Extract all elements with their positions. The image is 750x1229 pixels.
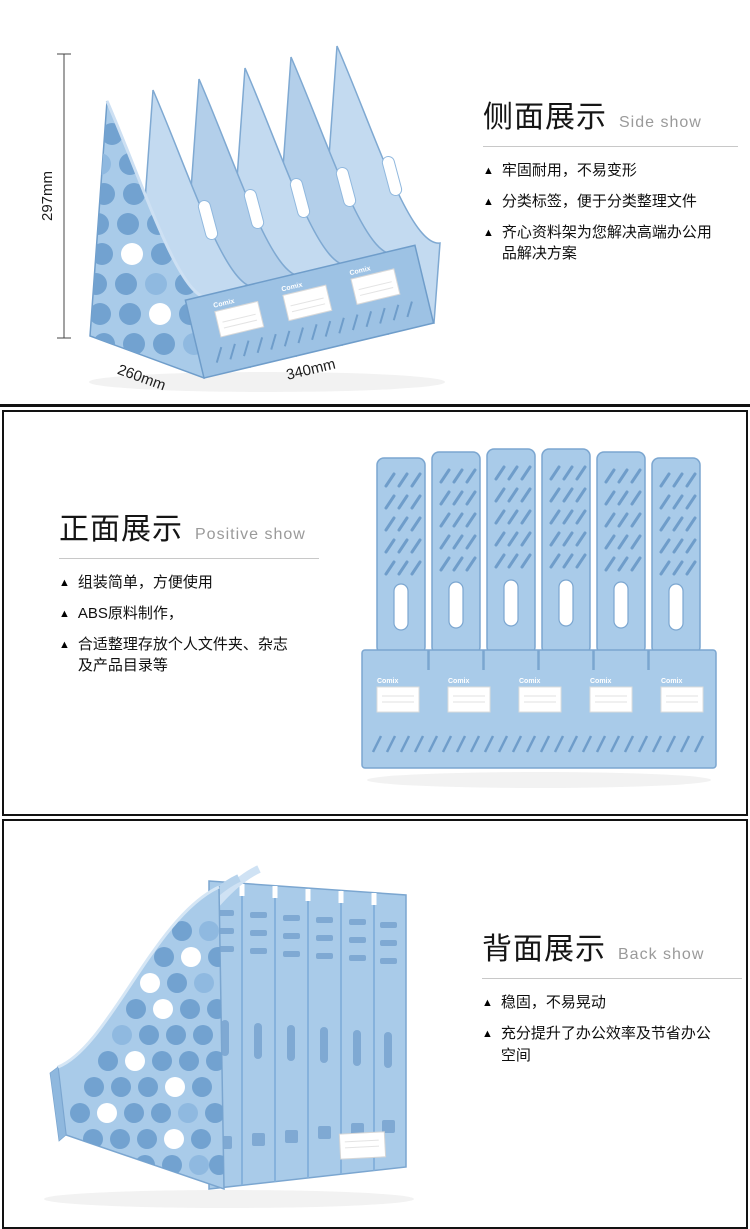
side-view-illustration: Comix Comix Comix (39, 45, 445, 394)
hatch-vents (371, 735, 705, 753)
section-front-show: 正面展示 Positive show ▲ 组装简单，方便使用 ▲ ABS原料制作… (2, 410, 748, 816)
feature-item: ▲ 充分提升了办公效率及节省办公空间 (482, 1023, 742, 1067)
product-shadow (89, 372, 445, 392)
feature-item: ▲ 组装简单，方便使用 (59, 572, 319, 594)
section-title-cn: 正面展示 (59, 513, 183, 546)
triangle-bullet-icon: ▲ (482, 997, 493, 1009)
feature-item: ▲ 分类标签，便于分类整理文件 (483, 191, 738, 213)
section-side-show: Comix Comix Comix (0, 0, 750, 407)
side-panel (49, 885, 225, 1191)
feature-item: ▲ 齐心资料架为您解决高端办公用品解决方案 (483, 222, 738, 266)
section-title-en: Back show (618, 946, 705, 963)
panel-edge (49, 1066, 67, 1142)
side-show-info: 侧面展示 Side show ▲ 牢固耐用，不易变形 ▲ 分类标签，便于分类整理… (483, 92, 738, 274)
label-stickers: Comix Comix Comix (213, 265, 401, 338)
brand-label: Comix (377, 678, 399, 685)
hatch-slots (384, 465, 697, 576)
feature-text: ABS原料制作， (77, 604, 183, 622)
brand-label: Comix (519, 678, 541, 685)
oval-cutouts (393, 579, 684, 631)
product-shadow (367, 772, 711, 788)
title-underline (482, 978, 742, 979)
feature-text: 稳固，不易晃动 (500, 994, 606, 1011)
title-underline (483, 146, 738, 147)
section-title: 背面展示 Back show (482, 924, 742, 968)
triangle-bullet-icon: ▲ (483, 165, 494, 177)
back-panel (208, 880, 407, 1190)
section-title-cn: 侧面展示 (483, 101, 607, 134)
label-stickers: Comix Comix Comix Comix Comix (376, 678, 704, 713)
section-title: 正面展示 Positive show (59, 504, 319, 548)
title-underline (59, 558, 319, 559)
feature-list: ▲ 稳固，不易晃动 ▲ 充分提升了办公效率及节省办公空间 (482, 992, 742, 1066)
brand-label: Comix (213, 298, 236, 310)
triangle-bullet-icon: ▲ (482, 1027, 493, 1040)
front-base-face: Comix Comix Comix (184, 244, 435, 379)
front-view-illustration: Comix Comix Comix Comix Comix (361, 448, 717, 788)
triangle-bullet-icon: ▲ (59, 577, 70, 589)
brand-label: Comix (590, 678, 612, 685)
feature-text: 分类标签，便于分类整理文件 (501, 192, 697, 210)
triangle-bullet-icon: ▲ (59, 607, 70, 620)
brand-label: Comix (448, 678, 470, 685)
back-view-illustration (44, 865, 414, 1208)
dimension-depth-label: 260mm (115, 361, 168, 394)
feature-item: ▲ 合适整理存放个人文件夹、杂志及产品目录等 (59, 634, 319, 678)
label-sticker (338, 1131, 387, 1160)
back-vent-holes (217, 910, 397, 1149)
dimension-height-label: 297mm (39, 171, 56, 221)
triangle-bullet-icon: ▲ (483, 226, 494, 239)
feature-item: ▲ ABS原料制作， (59, 603, 319, 625)
feature-list: ▲ 组装简单，方便使用 ▲ ABS原料制作， ▲ 合适整理存放个人文件夹、杂志及… (59, 572, 319, 677)
front-show-info: 正面展示 Positive show ▲ 组装简单，方便使用 ▲ ABS原料制作… (59, 504, 319, 686)
product-shadow (44, 1190, 414, 1208)
section-title-cn: 背面展示 (482, 933, 606, 966)
product-photo-side: Comix Comix Comix (12, 6, 467, 401)
divider-columns (376, 448, 701, 655)
brand-label: Comix (349, 265, 372, 277)
feature-text: 牢固耐用，不易变形 (501, 162, 637, 179)
feature-text: 组装简单，方便使用 (77, 574, 213, 591)
triangle-bullet-icon: ▲ (59, 638, 70, 651)
section-back-show: 背面展示 Back show ▲ 稳固，不易晃动 ▲ 充分提升了办公效率及节省办… (2, 819, 748, 1229)
feature-list: ▲ 牢固耐用，不易变形 ▲ 分类标签，便于分类整理文件 ▲ 齐心资料架为您解决高… (483, 160, 738, 265)
scoop-highlight (57, 885, 220, 1069)
feature-item: ▲ 稳固，不易晃动 (482, 992, 742, 1014)
triangle-bullet-icon: ▲ (483, 195, 494, 208)
oval-cutouts (197, 155, 403, 241)
feature-text: 充分提升了办公效率及节省办公空间 (500, 1024, 711, 1064)
brand-label: Comix (281, 282, 304, 294)
section-title: 侧面展示 Side show (483, 92, 738, 136)
scoop-highlight (105, 100, 211, 300)
back-show-info: 背面展示 Back show ▲ 稳固，不易晃动 ▲ 充分提升了办公效率及节省办… (482, 924, 742, 1075)
front-base: Comix Comix Comix Comix Comix (361, 649, 717, 769)
dimension-height-line (57, 53, 71, 339)
hatch-vents (215, 301, 413, 363)
product-photo-front: Comix Comix Comix Comix Comix (349, 432, 729, 794)
product-photo-back (14, 835, 439, 1219)
feature-text: 齐心资料架为您解决高端办公用品解决方案 (501, 223, 712, 263)
section-title-en: Side show (619, 114, 702, 131)
feature-item: ▲ 牢固耐用，不易变形 (483, 160, 738, 182)
feature-text: 合适整理存放个人文件夹、杂志及产品目录等 (77, 635, 288, 675)
section-title-en: Positive show (195, 526, 306, 543)
brand-label: Comix (661, 678, 683, 685)
